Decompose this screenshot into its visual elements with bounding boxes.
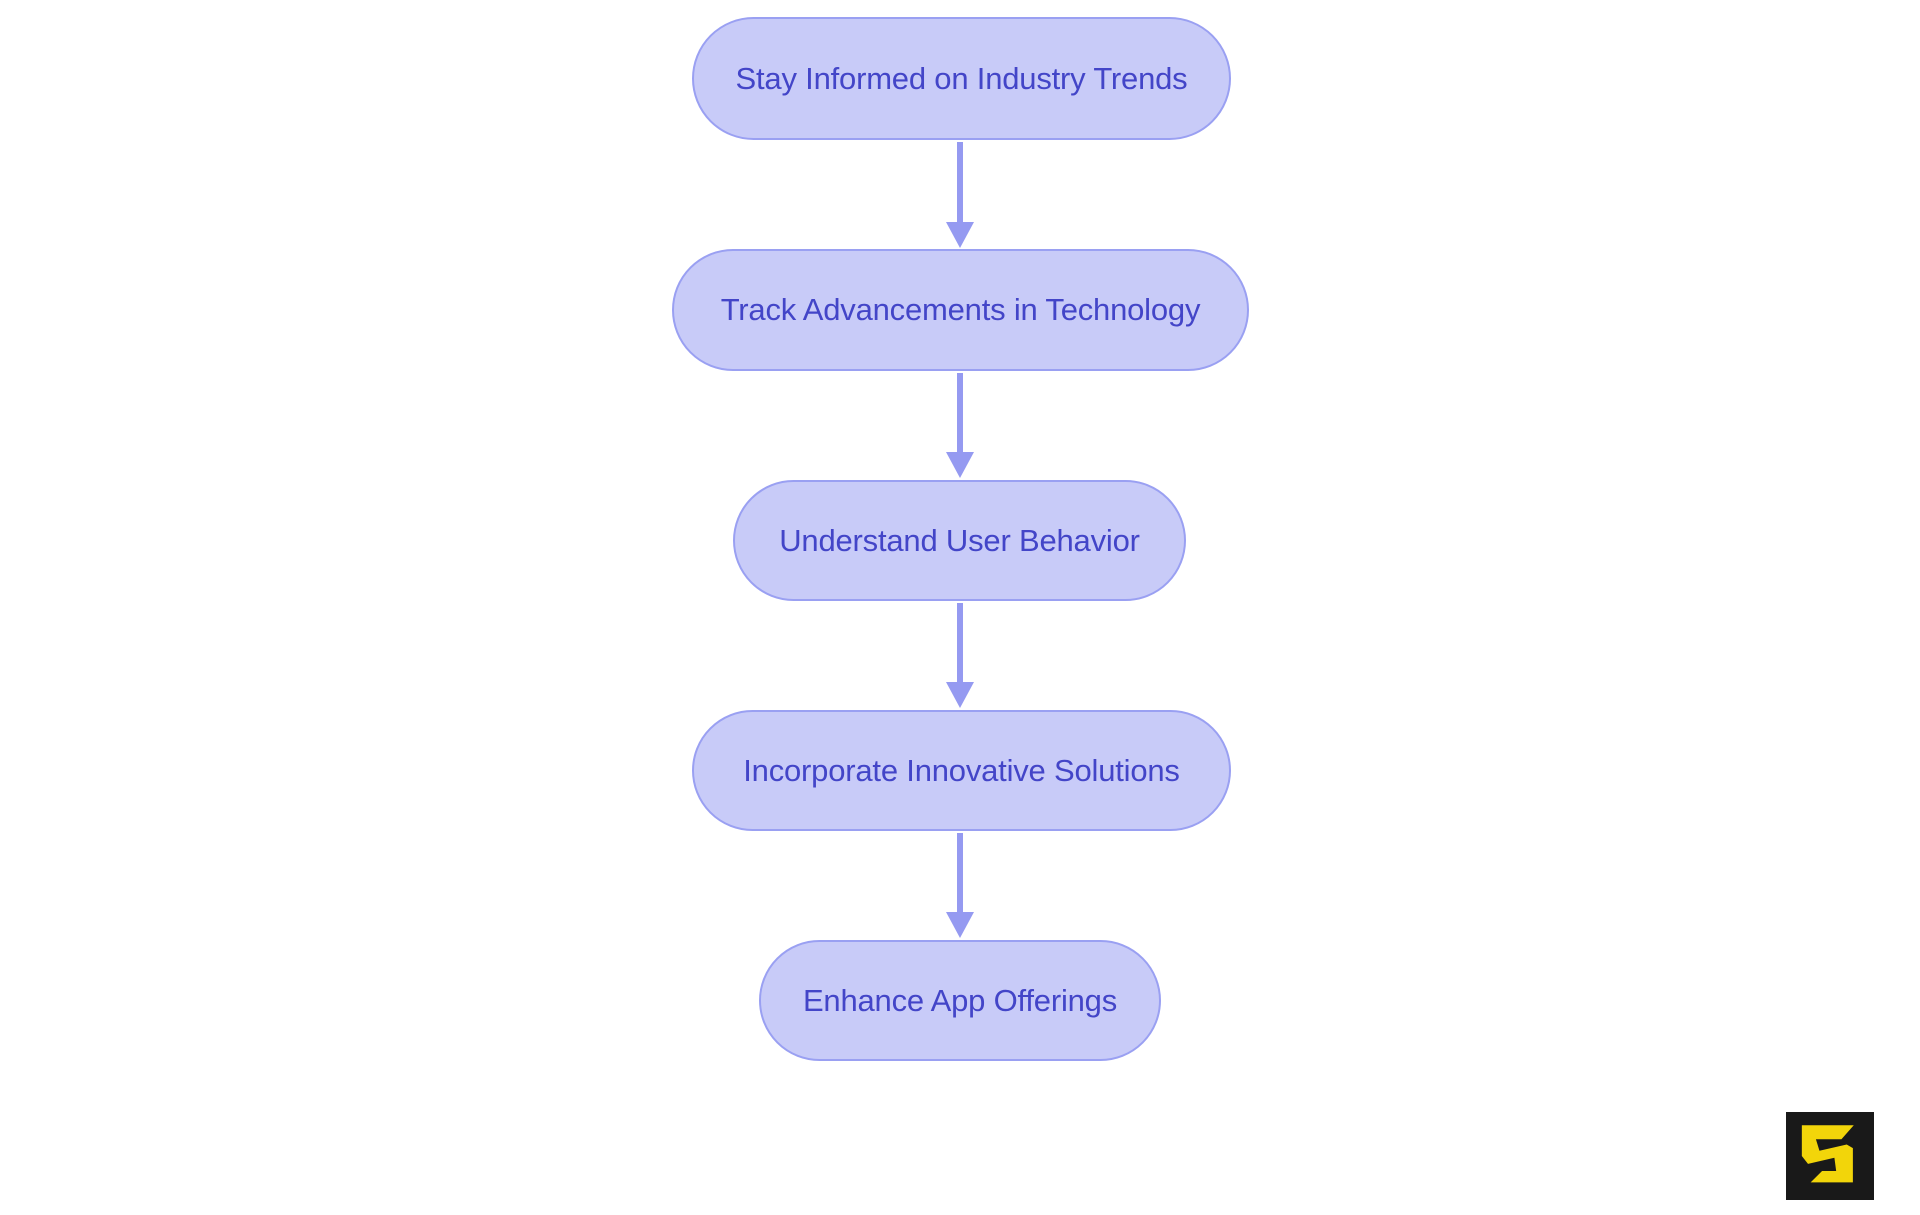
flow-node-incorporate-solutions: Incorporate Innovative Solutions [692,710,1231,831]
arrow-down-icon [946,833,974,938]
flow-node-understand-user-behavior: Understand User Behavior [733,480,1186,601]
arrow-down-icon [946,373,974,478]
flow-node-track-advancements: Track Advancements in Technology [672,249,1249,371]
flow-node-label: Understand User Behavior [779,522,1140,558]
flow-node-stay-informed: Stay Informed on Industry Trends [692,17,1231,140]
flow-node-label: Stay Informed on Industry Trends [735,60,1188,96]
s-logo-icon [1801,1125,1854,1183]
flow-node-enhance-app-offerings: Enhance App Offerings [759,940,1161,1061]
flow-node-label: Incorporate Innovative Solutions [743,752,1180,788]
arrow-down-icon [946,603,974,708]
flow-node-label: Enhance App Offerings [802,982,1118,1018]
flow-node-label: Track Advancements in Technology [720,292,1201,327]
s-logo [1786,1112,1874,1200]
arrow-down-icon [946,142,974,248]
